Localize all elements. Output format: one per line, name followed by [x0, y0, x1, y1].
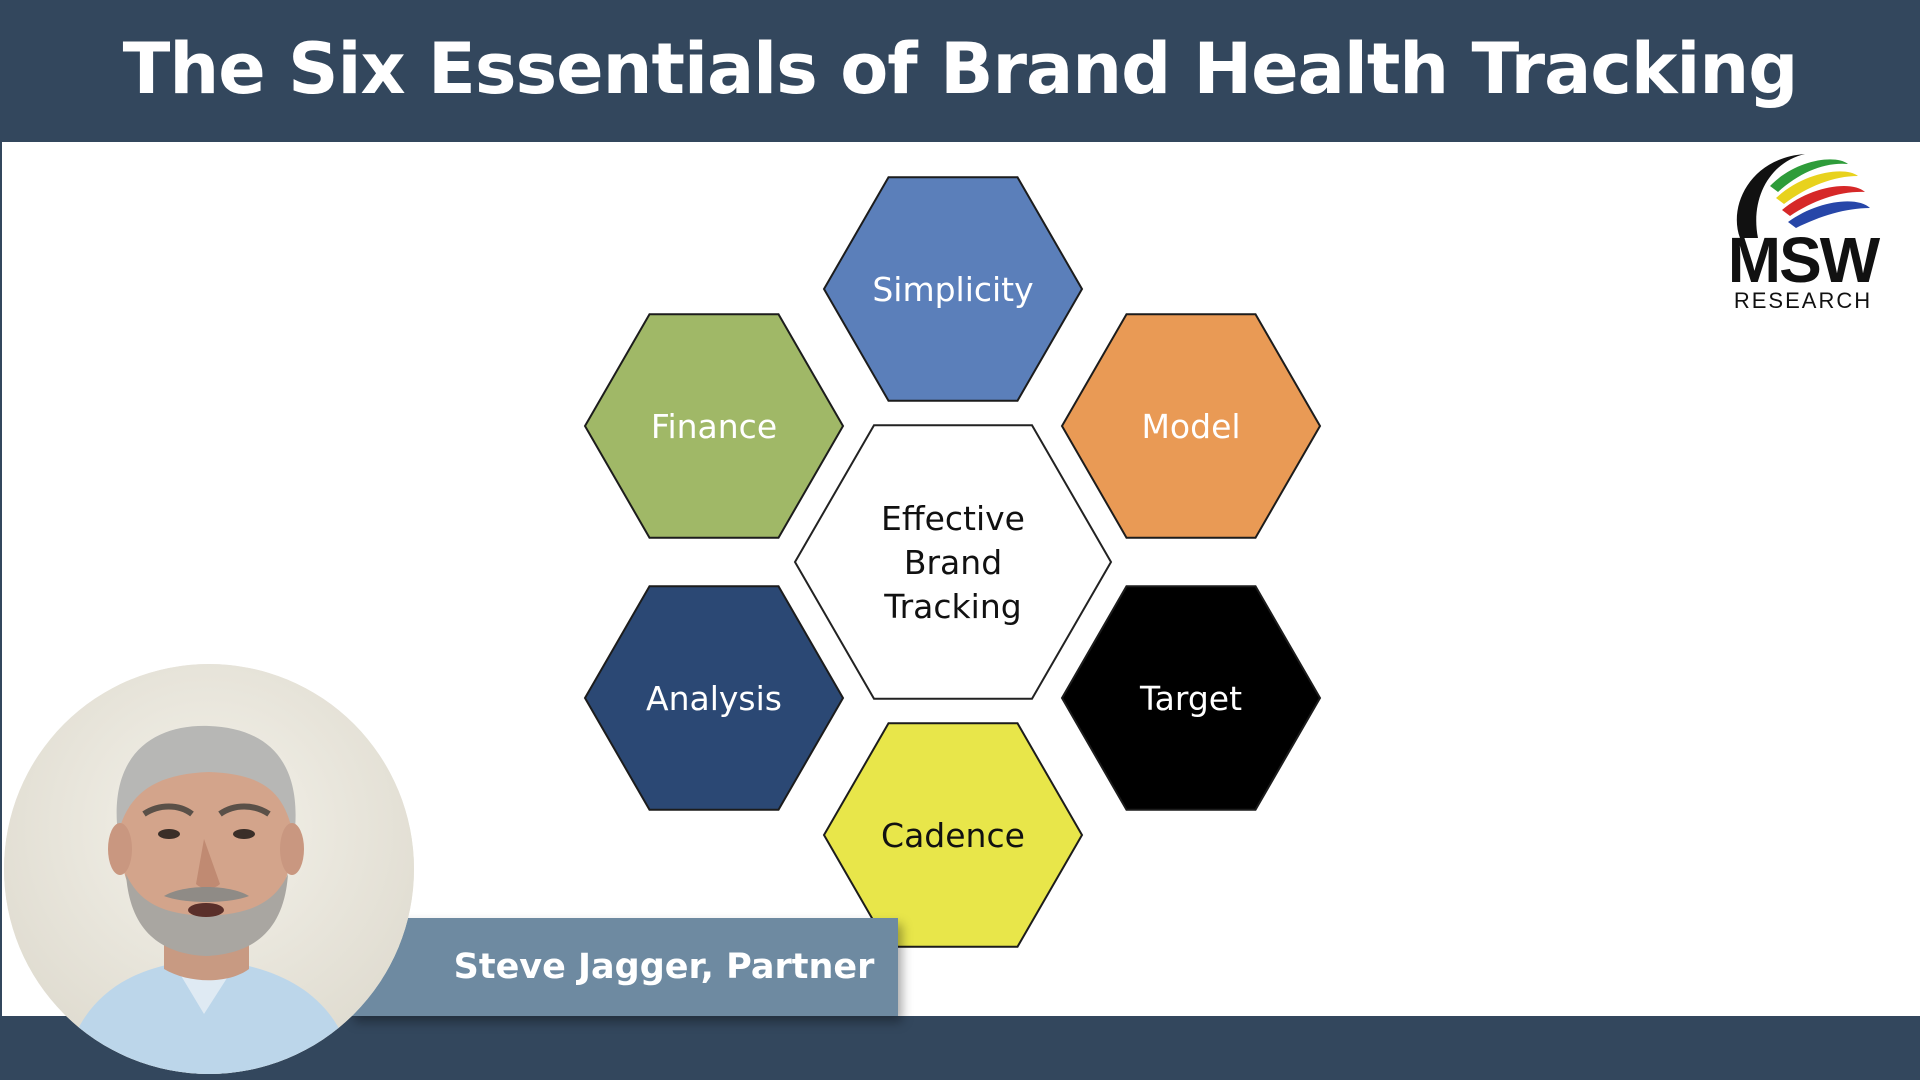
msw-research-logo: MSW RESEARCH	[1700, 146, 1900, 316]
left-edge-line	[0, 142, 2, 1016]
hexagon-target-label: Target	[1139, 679, 1242, 718]
speaker-name-title: Steve Jagger, Partner	[453, 947, 875, 987]
center-hexagon-label-line: Brand	[904, 543, 1002, 582]
logo-swoosh-icon	[1736, 154, 1870, 238]
hexagon-simplicity: Simplicity	[822, 176, 1084, 402]
hexagon-analysis-label: Analysis	[646, 679, 782, 718]
hexagon-cadence: Cadence	[822, 722, 1084, 948]
hexagon-simplicity-shape	[822, 176, 1084, 402]
hexagon-finance-shape	[583, 313, 845, 539]
hexagon-target: Target	[1060, 585, 1322, 811]
slide-title: The Six Essentials of Brand Health Track…	[122, 28, 1799, 110]
hexagon-finance-label: Finance	[651, 407, 777, 446]
center-hexagon-shape	[793, 424, 1113, 700]
hexagon-target-shape	[1060, 585, 1322, 811]
hexagon-model: Model	[1060, 313, 1322, 539]
speaker-portrait-image	[4, 664, 414, 1074]
hexagon-model-shape	[1060, 313, 1322, 539]
speaker-name-banner: Steve Jagger, Partner	[350, 918, 898, 1016]
header-bar: The Six Essentials of Brand Health Track…	[0, 0, 1920, 142]
center-hexagon-label-line: Tracking	[883, 587, 1021, 626]
hexagon-finance: Finance	[583, 313, 845, 539]
center-hexagon-label-line: Effective	[881, 499, 1025, 538]
logo-wordmark: MSW	[1727, 224, 1880, 296]
logo-subtext: RESEARCH	[1733, 288, 1873, 313]
hexagon-simplicity-label: Simplicity	[872, 270, 1033, 309]
hexagon-analysis-shape	[583, 585, 845, 811]
hexagon-cadence-label: Cadence	[881, 816, 1025, 855]
hexagon-model-label: Model	[1141, 407, 1240, 446]
hexagon-analysis: Analysis	[583, 585, 845, 811]
speaker-video	[4, 664, 414, 1074]
